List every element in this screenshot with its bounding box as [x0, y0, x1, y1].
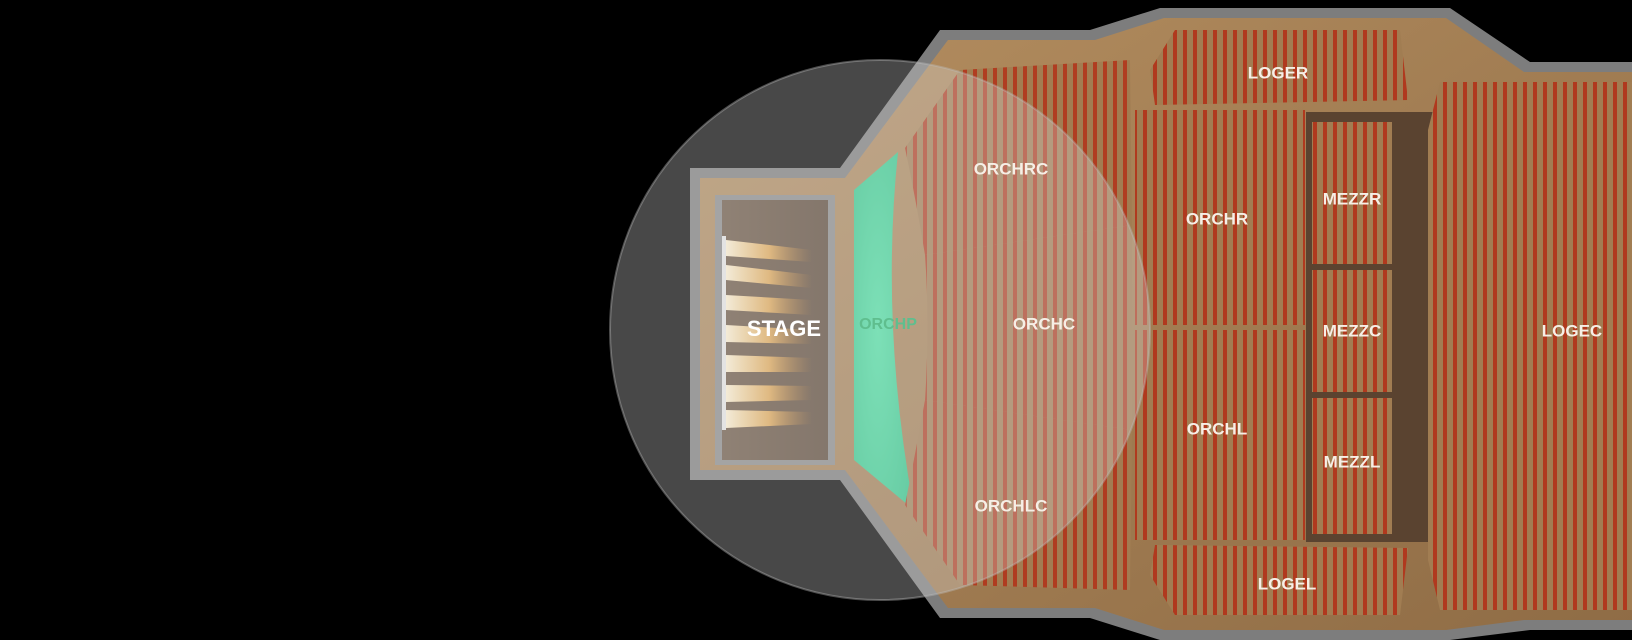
section-mezzr[interactable] — [1312, 122, 1392, 264]
label-mezzl: MEZZL — [1324, 452, 1381, 471]
label-orchl: ORCHL — [1187, 419, 1247, 438]
section-orchc[interactable] — [925, 225, 1132, 430]
stage-lights — [722, 236, 812, 430]
magnifier-lens — [609, 59, 1151, 601]
label-orchr: ORCHR — [1186, 209, 1248, 228]
label-loger: LOGER — [1248, 63, 1308, 82]
label-mezzc: MEZZC — [1323, 321, 1382, 340]
label-orchrc: ORCHRC — [974, 159, 1049, 178]
section-orchrc[interactable] — [905, 60, 1132, 255]
label-orchc: ORCHC — [1013, 314, 1075, 333]
section-orchlc[interactable] — [905, 400, 1132, 590]
pit-label: ORCHP — [859, 316, 917, 333]
label-mezzr: MEZZR — [1323, 189, 1382, 208]
section-orchl[interactable] — [1135, 330, 1305, 540]
label-logel: LOGEL — [1258, 574, 1317, 593]
section-loger[interactable] — [1150, 30, 1408, 105]
orchestra-pit[interactable] — [854, 152, 914, 510]
section-orchr[interactable] — [1135, 110, 1305, 325]
label-logec: LOGEC — [1542, 321, 1602, 340]
label-orchlc: ORCHLC — [975, 496, 1048, 515]
stage-label: STAGE — [747, 316, 821, 341]
section-mezzc[interactable] — [1312, 270, 1392, 392]
section-mezzl[interactable] — [1312, 398, 1392, 534]
section-logel[interactable] — [1150, 545, 1408, 615]
section-logec[interactable] — [1428, 82, 1632, 610]
